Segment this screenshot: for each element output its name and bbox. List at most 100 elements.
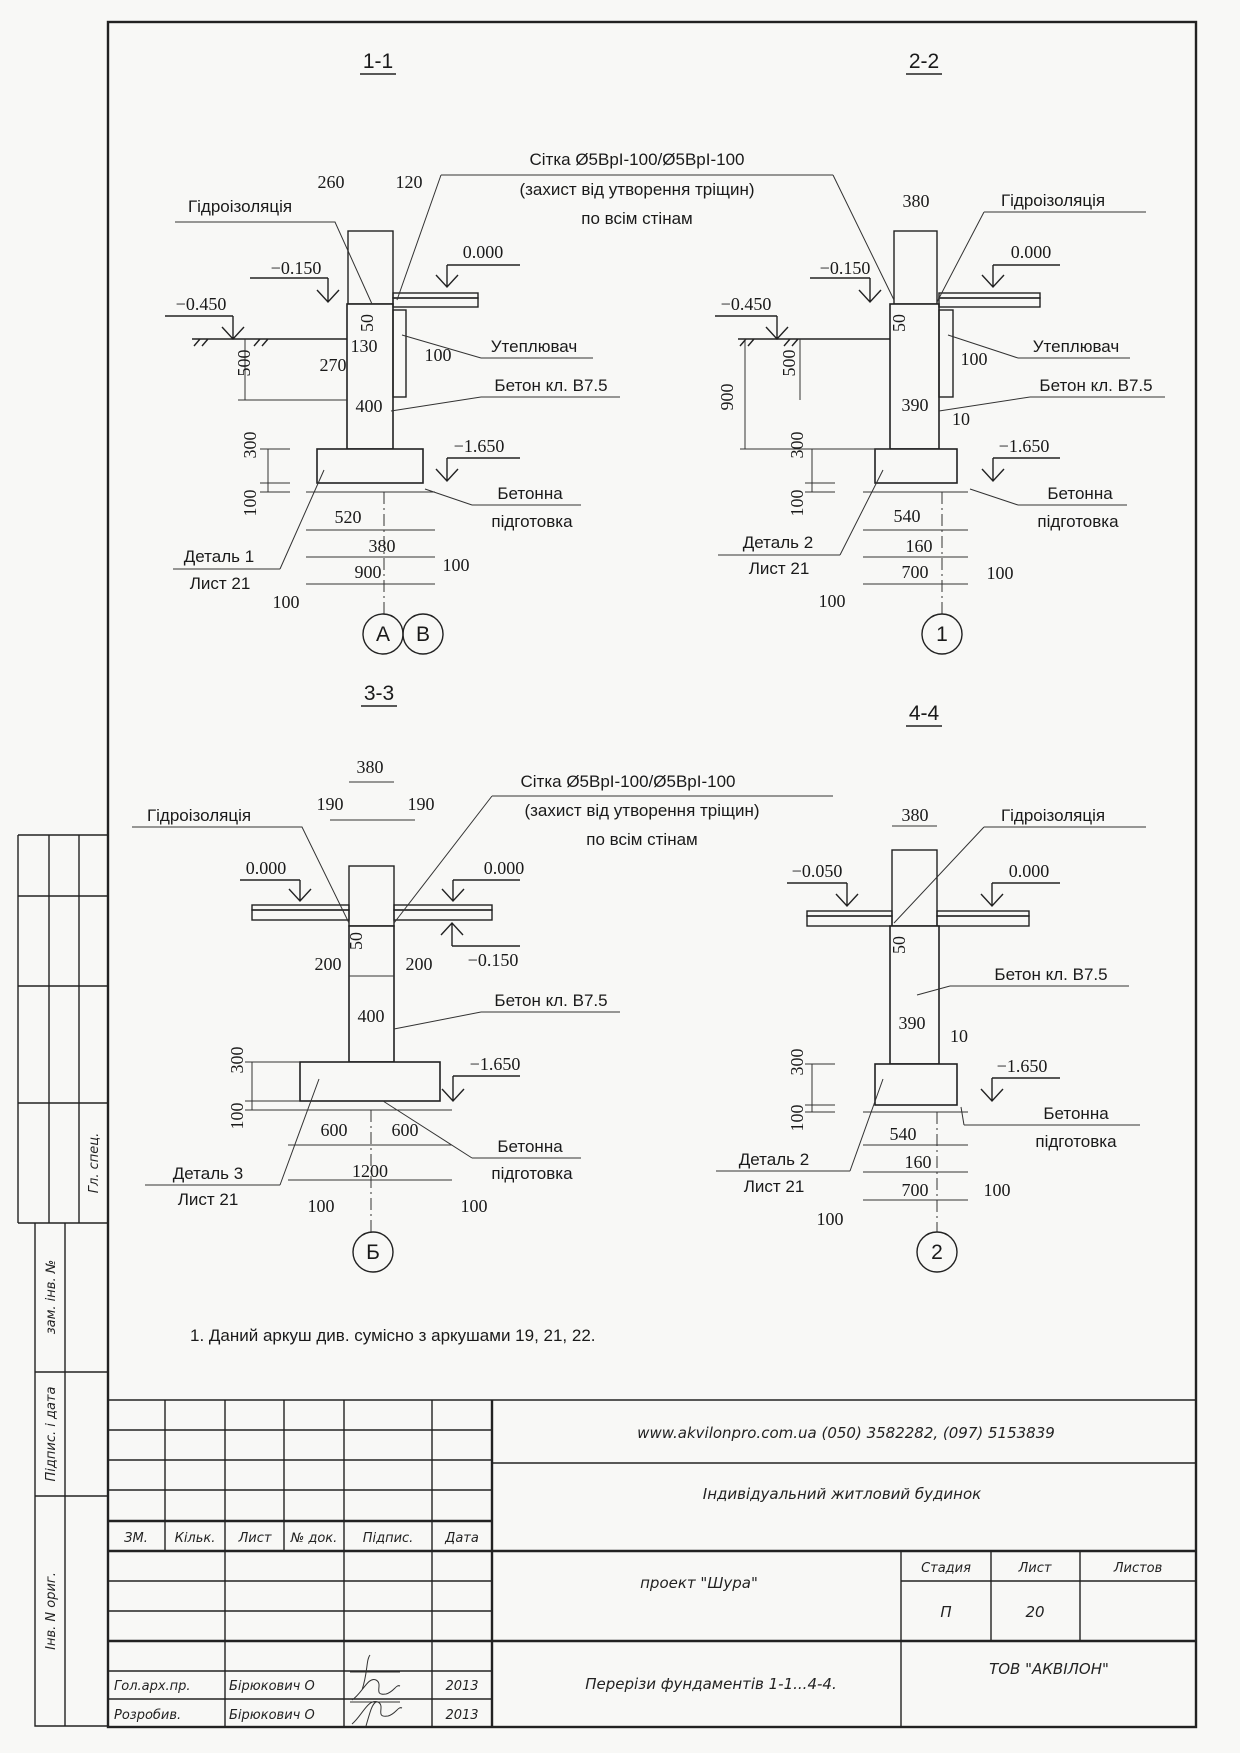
floor-slab-right — [393, 904, 493, 911]
revision-header: ЗМ. — [124, 1531, 148, 1546]
dimension-label: 300 — [787, 1049, 807, 1076]
side-stamp-label: Підпис. і дата — [44, 1386, 59, 1481]
annotation-label: підготовка — [1037, 512, 1119, 531]
signature-date: 2013 — [445, 1708, 478, 1723]
dimension-label: 900 — [355, 562, 382, 582]
annotation-label: Лист 21 — [178, 1190, 239, 1209]
axis-label: Б — [366, 1241, 380, 1264]
sheet-title: Перерізи фундаментів 1-1...4-4. — [585, 1675, 836, 1693]
stage-value: П — [940, 1603, 951, 1621]
leader-lines — [173, 174, 833, 570]
dimension-label: −0.150 — [271, 258, 322, 278]
signature-date: 2013 — [445, 1679, 478, 1694]
elevation-marker — [165, 315, 245, 341]
leader-lines — [132, 795, 833, 1186]
floor-slab — [392, 292, 479, 299]
axis-marker-2 — [916, 1231, 958, 1273]
company-name: ТОВ "АКВІЛОН" — [989, 1660, 1109, 1678]
dimension-label: 100 — [987, 563, 1014, 583]
elevation-marks-layer — [165, 264, 1060, 1103]
dimension-label: 50 — [346, 932, 366, 950]
dimension-label: 0.000 — [1009, 861, 1050, 881]
dimension-label: 100 — [240, 490, 260, 517]
signature-2 — [350, 1700, 403, 1727]
dimension-label: 500 — [234, 350, 254, 377]
annotation-label: підготовка — [491, 512, 573, 531]
dimension-label: −1.650 — [997, 1056, 1048, 1076]
contacts-text: www.akvilonpro.com.ua (050) 3582282, (09… — [637, 1424, 1055, 1442]
dimension-label: 100 — [984, 1180, 1011, 1200]
dimension-label: 700 — [902, 562, 929, 582]
side-stamp-upper-grid — [17, 834, 108, 1224]
elevation-marker — [440, 921, 520, 947]
dimension-label: 160 — [906, 536, 933, 556]
dimension-label: 100 — [787, 490, 807, 517]
dimension-label: 190 — [408, 794, 435, 814]
dimension-label: 900 — [717, 384, 737, 411]
axis-label: 1 — [936, 623, 948, 646]
dimension-label: 190 — [317, 794, 344, 814]
elevation-marker — [441, 879, 520, 903]
annotation-label: Бетон кл. B7.5 — [494, 376, 607, 395]
elevation-marker — [981, 457, 1060, 483]
insulation — [938, 309, 954, 398]
dimension-label: −0.450 — [721, 294, 772, 314]
stage-header: Лист — [1018, 1561, 1052, 1576]
dimension-label: 200 — [406, 954, 433, 974]
signer-name: Бірюкович О — [229, 1708, 315, 1723]
section-4-4 — [716, 725, 1146, 1273]
section-title: 3-3 — [364, 682, 394, 705]
revision-header: Кільк. — [175, 1531, 216, 1546]
dimension-label: 50 — [889, 936, 909, 954]
axis-label: A — [376, 623, 390, 646]
dimension-label: 700 — [902, 1180, 929, 1200]
signer-role: Розробив. — [114, 1708, 181, 1723]
dimension-label: −0.150 — [468, 950, 519, 970]
footing — [874, 448, 958, 484]
dimension-label: 300 — [787, 432, 807, 459]
title-block — [108, 1399, 1196, 1727]
annotation-label: Бетон кл. B7.5 — [494, 991, 607, 1010]
dimension-label: −0.450 — [176, 294, 227, 314]
building-name: Індивідуальний житловий будинок — [703, 1485, 981, 1503]
dimension-label: 300 — [227, 1047, 247, 1074]
dimension-label: 400 — [358, 1006, 385, 1026]
elevation-marker — [981, 264, 1060, 289]
floor-insulation — [938, 297, 1041, 308]
dimension-label: −0.150 — [820, 258, 871, 278]
dimension-label: 0.000 — [463, 242, 504, 262]
section-2-2 — [718, 73, 1165, 655]
dimension-label: 100 — [227, 1103, 247, 1130]
dimension-label: 50 — [889, 314, 909, 332]
dimension-label: 50 — [357, 314, 377, 332]
dimension-label: 100 — [819, 591, 846, 611]
annotation-label: Гідроізоляція — [188, 197, 292, 216]
dimension-label: 380 — [902, 805, 929, 825]
dimension-label: 380 — [903, 191, 930, 211]
annotation-label: Сітка Ø5BpI-100/Ø5BpI-100 — [521, 772, 736, 791]
title-block-rows — [108, 1399, 1196, 1700]
foundation-wall — [889, 925, 940, 1065]
annotation-label: Деталь 1 — [184, 547, 254, 566]
section-3-3 — [132, 705, 833, 1273]
dimension-label: 540 — [894, 506, 921, 526]
insulation — [392, 309, 407, 398]
dimension-label: 100 — [817, 1209, 844, 1229]
revision-header: Дата — [444, 1531, 479, 1546]
annotation-label: Лист 21 — [190, 574, 251, 593]
annotation-label: Бетон кл. B7.5 — [1039, 376, 1152, 395]
floor-insulation — [392, 297, 479, 308]
annotation-label: Гідроізоляція — [147, 806, 251, 825]
annotation-label: по всім стінам — [586, 830, 698, 849]
revision-header: Підпис. — [363, 1531, 414, 1546]
elevation-marker — [441, 1075, 520, 1103]
annotation-label: підготовка — [491, 1164, 573, 1183]
revision-header: Лист — [238, 1531, 272, 1546]
annotation-label: Сітка Ø5BpI-100/Ø5BpI-100 — [530, 150, 745, 169]
dimension-label: 260 — [318, 172, 345, 192]
sheet-note: 1. Даний аркуш див. сумісно з аркушами 1… — [190, 1326, 596, 1345]
dimension-label: −1.650 — [454, 436, 505, 456]
annotation-label: Утеплювач — [491, 337, 578, 356]
annotation-label: підготовка — [1035, 1132, 1117, 1151]
